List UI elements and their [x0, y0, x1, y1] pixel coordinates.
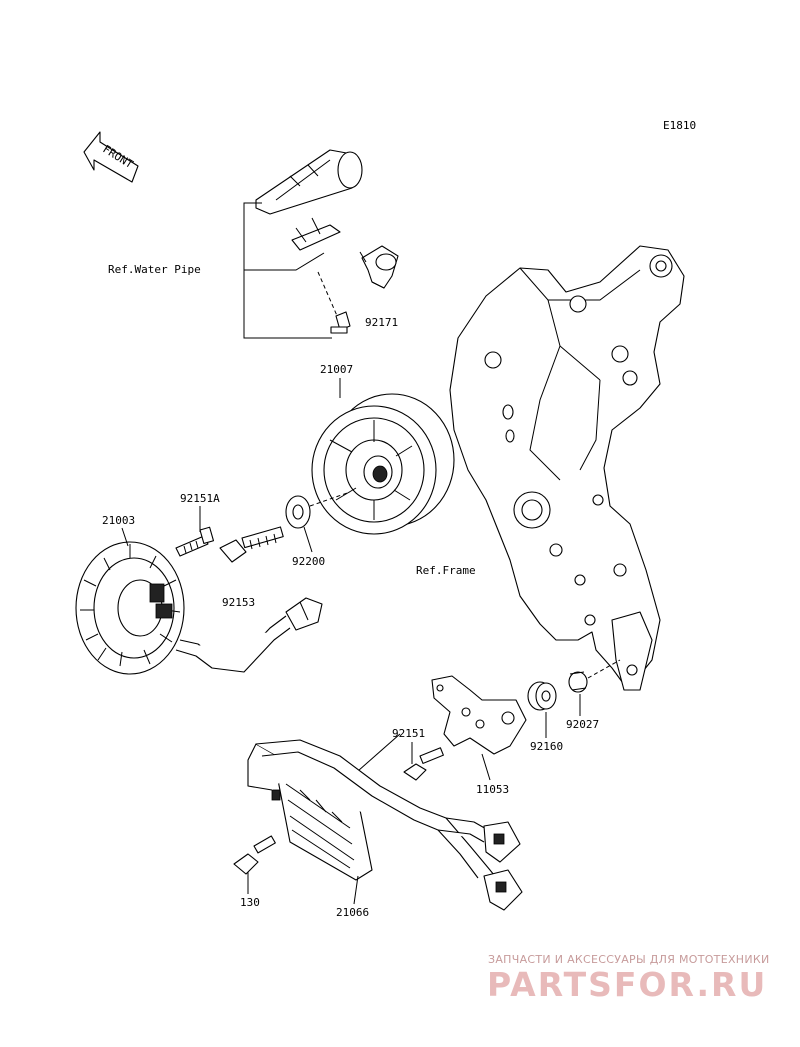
- label-ref-frame: Ref.Frame: [416, 564, 476, 577]
- label-92160: 92160: [530, 740, 563, 753]
- frame-icon: [449, 245, 685, 691]
- label-92027: 92027: [566, 718, 599, 731]
- label-ref-water-pipe: Ref.Water Pipe: [108, 263, 201, 276]
- watermark-logo: PARTSFOR.RU: [487, 965, 767, 1004]
- clamp-92171-icon: [359, 245, 399, 289]
- bolt-130-icon: [233, 835, 276, 875]
- collar-92027-icon: [568, 659, 621, 693]
- regulator-21066-icon: [247, 739, 523, 911]
- label-130: 130: [240, 896, 260, 909]
- leader-21066: [353, 875, 359, 905]
- leader-11053: [481, 753, 491, 781]
- bracket-11053-icon: [431, 675, 527, 755]
- screw-icon: [317, 271, 351, 334]
- bolt-92151a-icon: [175, 526, 215, 557]
- bolt-92153-icon: [219, 526, 284, 563]
- leader-92200: [303, 526, 313, 553]
- label-92151a: 92151A: [180, 492, 220, 505]
- stator-21003-icon: [75, 541, 323, 675]
- bolt-92151-icon: [403, 747, 444, 781]
- leader-21003: [121, 527, 129, 547]
- label-11053: 11053: [476, 783, 509, 796]
- label-92151: 92151: [392, 727, 425, 740]
- label-92200: 92200: [292, 555, 325, 568]
- front-arrow-icon: FRONT: [83, 131, 139, 183]
- flywheel-21007-icon: [311, 393, 455, 535]
- washer-92200-icon: [285, 491, 351, 529]
- label-92153: 92153: [222, 596, 255, 609]
- water-pipe-bracket: [243, 202, 332, 339]
- label-21007: 21007: [320, 363, 353, 376]
- label-21066: 21066: [336, 906, 369, 919]
- diagram-code: E1810: [663, 119, 696, 132]
- label-21003: 21003: [102, 514, 135, 527]
- watermark-tagline: ЗАПЧАСТИ И АКСЕССУАРЫ ДЛЯ МОТОТЕХНИКИ: [488, 953, 770, 966]
- grommet-92160-icon: [527, 681, 557, 711]
- water-pipe-assembly: [255, 149, 363, 251]
- label-92171: 92171: [365, 316, 398, 329]
